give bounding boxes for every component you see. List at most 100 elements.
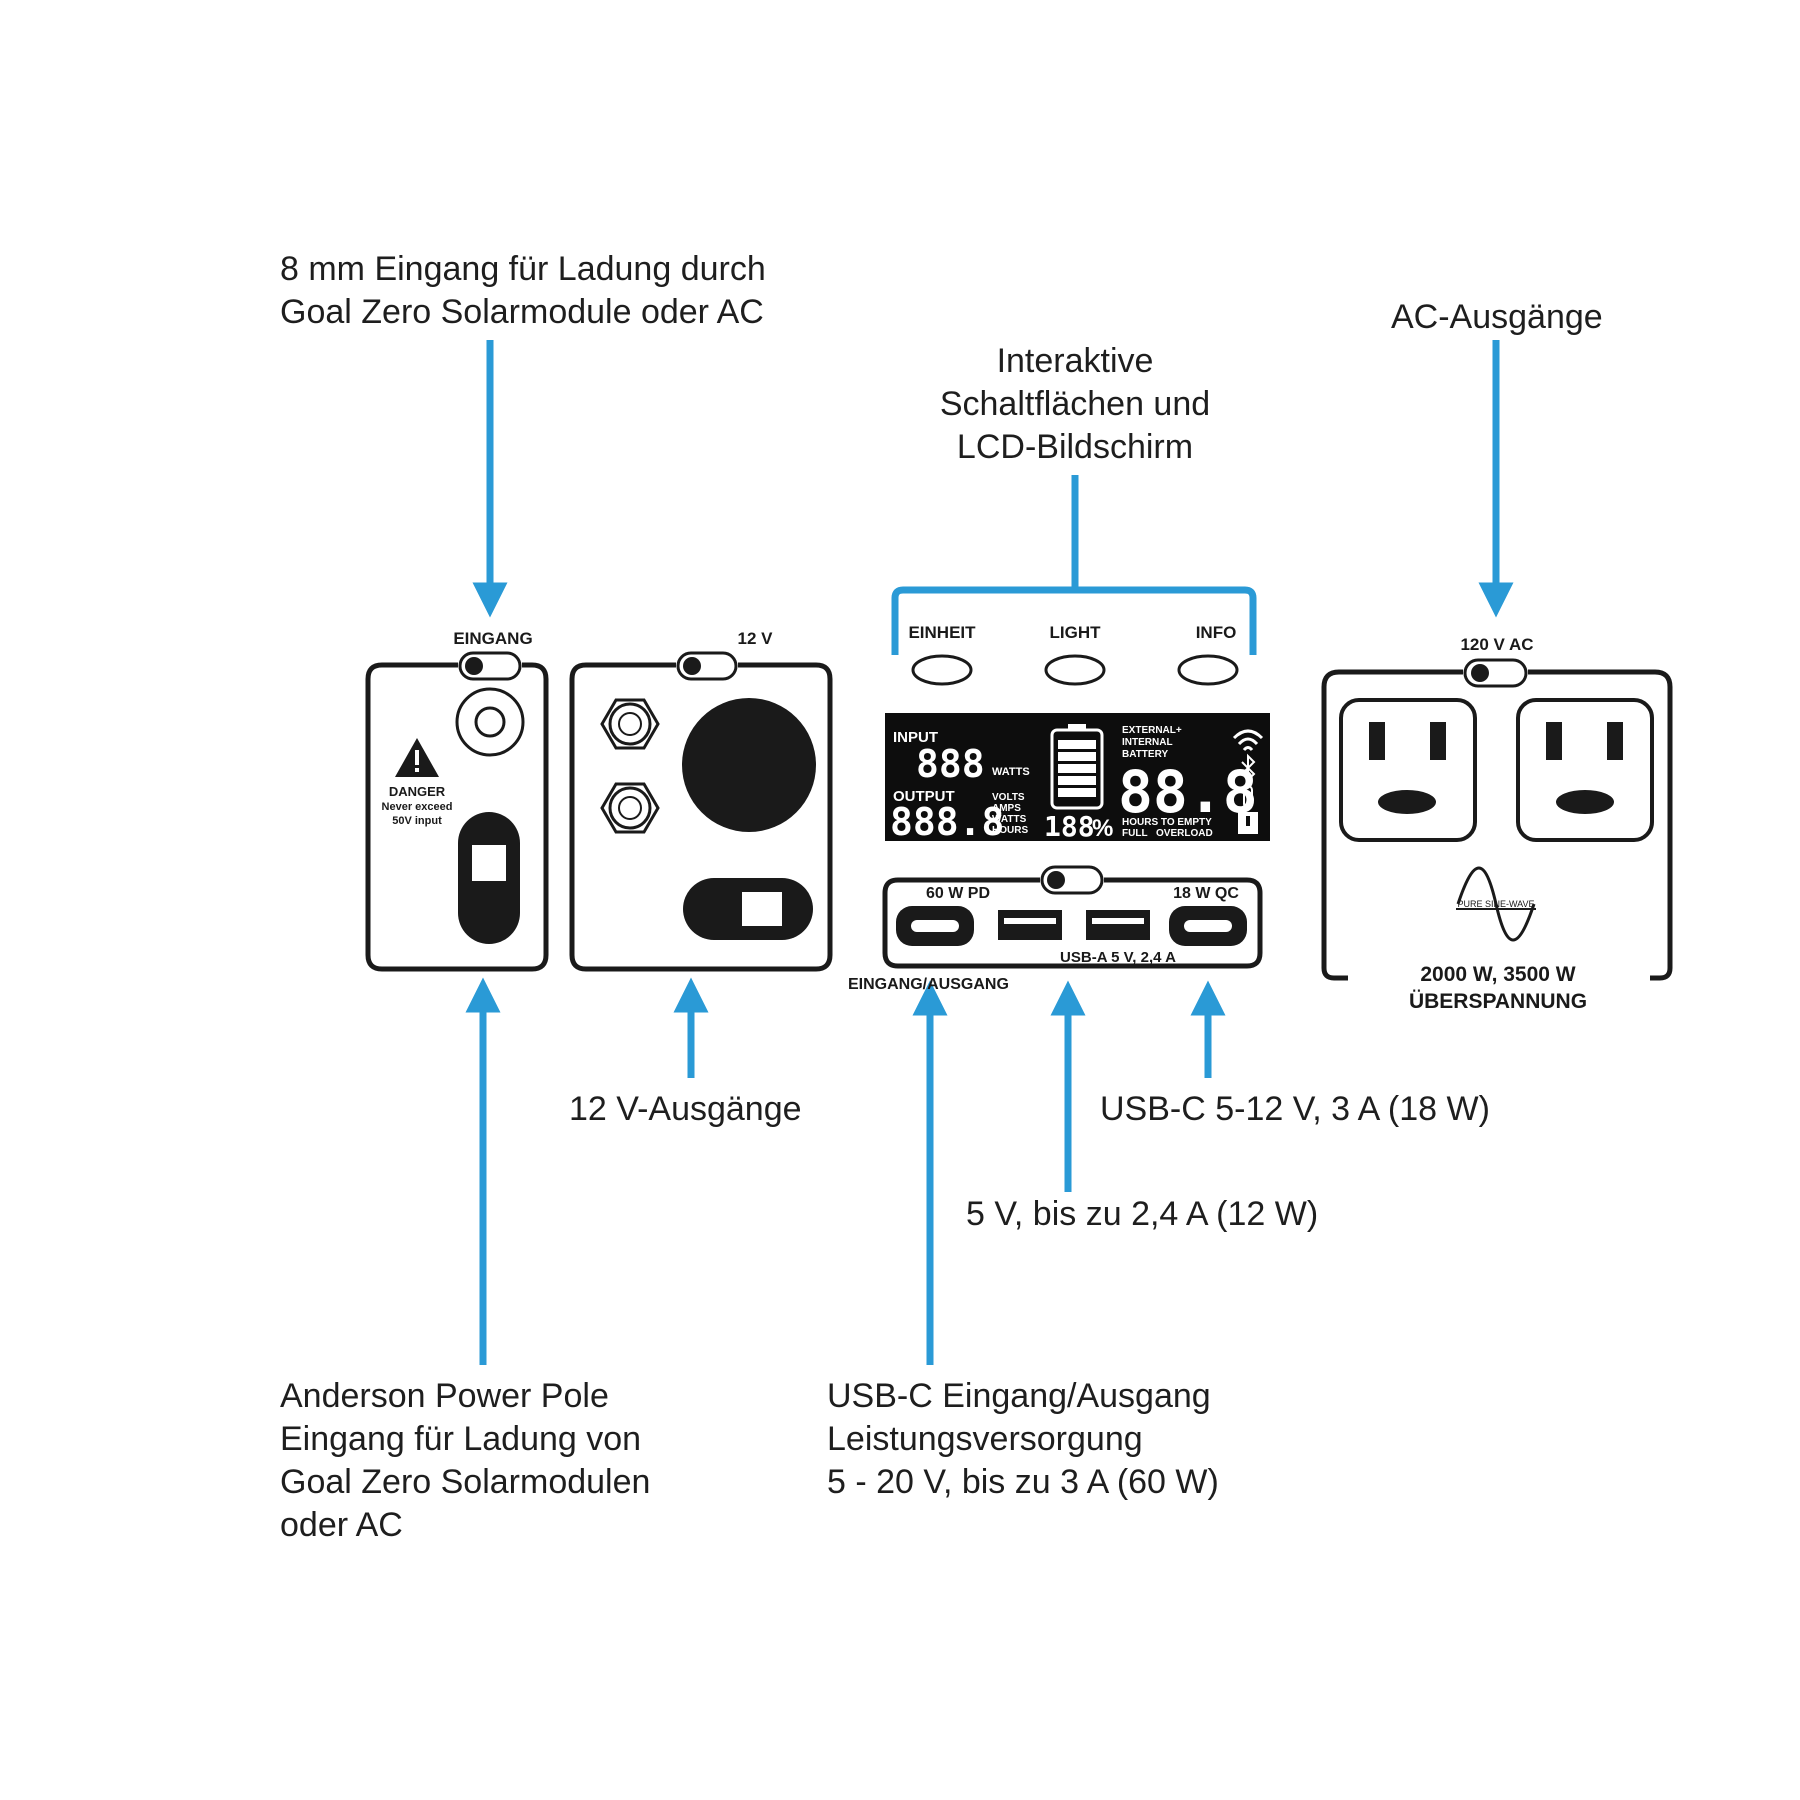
lcd-output-value: 888.8 [890,800,1004,844]
lcd-battery-level-4 [1058,776,1096,785]
dc-panel [569,651,833,972]
dc-port-hex-bottom [600,782,660,834]
callout-usbc-pd: USB-C Eingang/Ausgang Leistungsversorgun… [827,1375,1219,1504]
dc-panel-led-dot [683,657,701,675]
ac-panel-outline [1321,669,1673,981]
lcd-bluetooth-icon [1241,753,1256,783]
car-socket-port [682,698,816,832]
callout-buttons-lcd-line1: Interaktive [996,342,1154,380]
callout-anderson-line1: Anderson Power Pole [280,1377,609,1415]
dc-port-hex-top [600,698,660,750]
dc-port-top-inner [618,712,642,736]
ac-panel-led-dot [1471,664,1489,682]
callout-buttons-lcd: Interaktive Schaltflächen und LCD-Bildsc… [905,340,1245,469]
ac-rating-line2: ÜBERSPANNUNG [1409,990,1587,1013]
lcd-big-value: 88.8 [1118,758,1258,826]
input-panel [365,651,549,972]
lcd-unit-watts: WATTS [992,814,1027,825]
lcd-battery-label-3: BATTERY [1122,749,1168,760]
usb-panel-led-dot [1047,871,1065,889]
dc-power-switch-knob [742,892,782,926]
callout-anderson-line2: Eingang für Ladung von [280,1420,642,1458]
callout-8mm-input: 8 mm Eingang für Ladung durch Goal Zero … [280,248,766,334]
callout-usba-5v-line1: 5 V, bis zu 2,4 A (12 W) [966,1195,1319,1233]
ac-outlet-right-ground [1556,790,1614,814]
lcd-percent-value: 188 [1044,810,1095,843]
callout-buttons-lcd-line2: Schaltflächen und [939,385,1211,423]
light-button-shape [1044,654,1106,686]
einheit-button-label: EINHEIT [908,623,976,642]
callout-usbc-pd-line3: 5 - 20 V, bis zu 3 A (60 W) [827,1463,1219,1501]
callout-12v-outputs: 12 V-Ausgänge [569,1088,802,1131]
lcd-output-label: OUTPUT [893,788,955,805]
usba-port-2 [1086,910,1150,940]
callout-ac-outputs-line1: AC-Ausgänge [1391,298,1603,336]
callout-buttons-lcd-line3: LCD-Bildschirm [956,428,1194,466]
usb-panel-outline [882,877,1263,969]
callout-anderson: Anderson Power Pole Eingang für Ladung v… [280,1375,650,1547]
einheit-button-shape [911,654,973,686]
usba-port-1 [998,910,1062,940]
lcd-battery-label-2: INTERNAL [1122,737,1173,748]
info-button-label: INFO [1196,623,1237,642]
bracket-buttons-lcd [891,475,1257,655]
usb-in-out-label: EINGANG/AUSGANG [848,976,1009,993]
ac-outlet-left-slot-l [1369,722,1385,760]
callout-usbc-pd-line1: USB-C Eingang/Ausgang [827,1377,1211,1415]
danger-line2: 50V input [392,815,442,827]
lcd-warning-mark [1246,816,1250,826]
lcd-battery-level-5 [1058,788,1096,797]
ac-outlet-left-slot-r [1430,722,1446,760]
lcd-percent-sign: % [1092,815,1113,842]
danger-title: DANGER [389,784,446,799]
lcd-battery-level-2 [1058,752,1096,761]
lcd-full-label: FULL [1122,828,1148,839]
warning-mark-bar [415,750,419,765]
info-button-shape [1177,654,1239,686]
port-8mm-inner [474,706,506,738]
usba-port-2-slot [1092,918,1144,924]
center-panel [882,654,1270,969]
light-button-label: LIGHT [1050,623,1102,642]
callout-12v-outputs-line1: 12 V-Ausgänge [569,1090,802,1128]
callout-anderson-line4: oder AC [280,1506,403,1544]
callout-arrows [465,340,1514,1365]
usb-qc-label: 18 W QC [1173,885,1239,902]
callout-8mm-input-line2: Goal Zero Solarmodule oder AC [280,293,764,331]
ac-panel-label: 120 V AC [1460,635,1533,654]
lcd-battery-icon [1050,728,1104,810]
lcd-hours-to-empty: HOURS TO EMPTY [1122,817,1212,828]
ac-outlet-right [1516,698,1654,842]
callout-usba-5v: 5 V, bis zu 2,4 A (12 W) [966,1193,1318,1236]
lcd-unit-hours: HOURS [992,825,1028,836]
ac-rating-line1: 2000 W, 3500 W [1420,963,1575,986]
input-panel-label: EINGANG [453,629,532,648]
usba-label: USB-A 5 V, 2,4 A [1060,949,1176,966]
dc-port-bottom-inner [618,796,642,820]
lcd-wifi-icon [1232,729,1264,752]
input-panel-outline [365,662,549,972]
warning-mark-dot [415,768,419,772]
lcd-overload-label: OVERLOAD [1156,828,1213,839]
sine-wave-icon [1456,866,1536,942]
callout-ac-outputs: AC-Ausgänge [1391,296,1603,339]
lcd-watts-label: WATTS [992,766,1030,778]
ac-outlet-right-slot-l [1546,722,1562,760]
usbc-qc-slot [1184,920,1232,932]
ac-panel [1321,658,1673,981]
ac-outlet-left [1339,698,1477,842]
usba-port-1-slot [1004,918,1056,924]
callout-usbc-18w-line1: USB-C 5-12 V, 3 A (18 W) [1100,1090,1490,1128]
callout-usbc-18w: USB-C 5-12 V, 3 A (18 W) [1100,1088,1490,1131]
callout-anderson-line3: Goal Zero Solarmodulen [280,1463,651,1501]
lcd-battery-cap [1068,724,1086,730]
lcd-unit-volts: VOLTS [992,792,1025,803]
lcd-thermometer-icon [1243,785,1253,809]
lcd-unit-amps: AMPS [992,803,1021,814]
input-panel-led-dot [465,657,483,675]
dc-panel-label: 12 V [738,629,774,648]
lcd-input-label: INPUT [893,729,938,746]
usb-pd-label: 60 W PD [926,885,990,902]
dc-panel-outline [569,662,833,972]
